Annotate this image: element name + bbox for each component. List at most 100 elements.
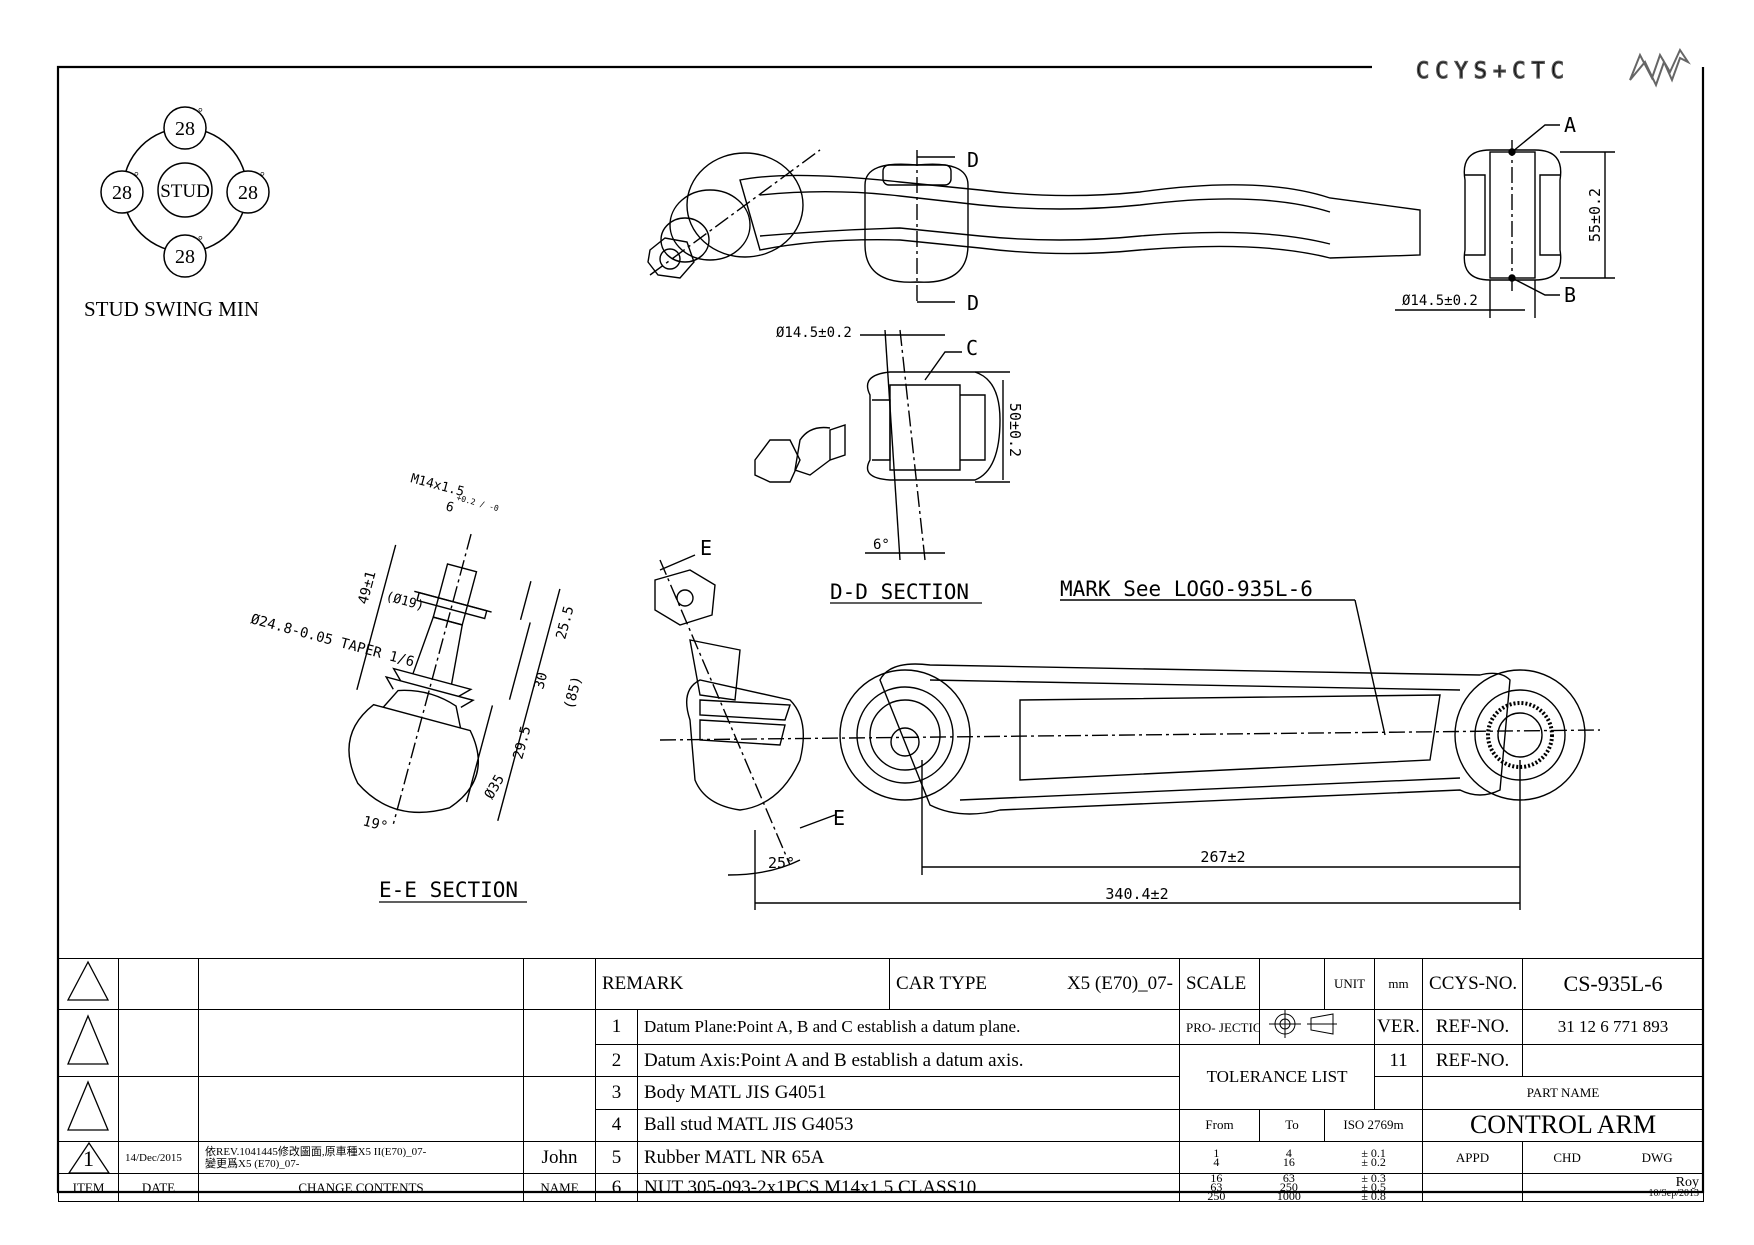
rev-row-1-name xyxy=(523,958,596,1010)
top-nut-hex xyxy=(647,237,695,279)
tol-header-iso: ISO 2769m xyxy=(1324,1108,1424,1142)
brand-text: CCYS+CTC xyxy=(1416,59,1570,84)
degree-mark-left: ° xyxy=(134,169,139,183)
degree-mark-top: ° xyxy=(198,105,203,119)
dim-267-label: 267±2 xyxy=(1200,848,1245,866)
stud-angle-right: 28 xyxy=(238,182,258,204)
unit-label: UNIT xyxy=(1324,958,1376,1010)
ee-dim-85 xyxy=(497,588,561,821)
rev-row-4-contents-line1: 依REV.1041445修改圖面,原車種X5 II(E70)_07- xyxy=(205,1145,427,1158)
ccys-no-label: CCYS-NO. xyxy=(1422,958,1524,1010)
ee-dim-6-label: 6 xyxy=(444,499,455,516)
swing-top-circle xyxy=(163,106,207,150)
tol-header-to: To xyxy=(1259,1108,1326,1142)
point-c-label: C xyxy=(966,336,978,360)
title-block: REMARK CAR TYPE X5 (E70)_07- SCALE UNIT … xyxy=(58,958,1705,1202)
main-center-bushing-outer xyxy=(839,669,971,801)
car-type-label: CAR TYPE xyxy=(896,973,987,994)
car-type-value: X5 (E70)_07- xyxy=(1066,973,1174,994)
remark-label: REMARK xyxy=(594,958,891,1010)
ee-dim-19 xyxy=(414,590,492,613)
main-ball-housing xyxy=(686,679,805,811)
dd-leader-c xyxy=(924,351,962,381)
main-center-bushing-mid xyxy=(856,686,954,784)
ccys-no-value: CS-935L-6 xyxy=(1522,958,1705,1010)
remark-2-no: 2 xyxy=(595,1044,638,1077)
rev-row-2-contents xyxy=(198,1009,524,1077)
stud-label: STUD xyxy=(160,181,210,202)
ver-cell: VER. xyxy=(1374,1009,1424,1045)
ee-boot-fold-1 xyxy=(384,675,475,708)
main-right-bushing-knurl xyxy=(1486,701,1554,769)
remark-3-no: 3 xyxy=(595,1076,638,1110)
appd-label: APPD xyxy=(1422,1141,1524,1174)
top-ball-boot xyxy=(669,189,751,261)
rev-row-4-item: 1 xyxy=(58,1141,119,1174)
remark-4-text: Ball stud MATL JIS G4053 xyxy=(636,1108,1181,1142)
rev-row-2-date xyxy=(118,1009,199,1077)
dd-dim-angle-label: 6° xyxy=(873,537,890,553)
top-center-bushing xyxy=(864,163,969,283)
stud-swing-title: STUD SWING MIN xyxy=(84,297,259,321)
dd-dim-dia-label: Ø14.5±0.2 xyxy=(776,325,852,341)
ref-no-value: 31 12 6 771 893 xyxy=(1522,1009,1705,1045)
main-arm-body xyxy=(879,663,1511,815)
ee-axis xyxy=(392,533,472,825)
ee-ball-cup xyxy=(348,703,479,814)
ee-dim-6-tol: +0.2 / -0 xyxy=(455,493,499,513)
dd-section-title: D-D SECTION xyxy=(830,580,969,604)
ref-no2-value xyxy=(1522,1044,1705,1077)
top-right-bushing-hatch-l xyxy=(1465,174,1486,256)
dim-340-label: 340.4±2 xyxy=(1105,885,1168,903)
rev-row-3-name xyxy=(523,1076,596,1142)
dd-bushing-outer xyxy=(866,371,1001,481)
stud-swing-diagram xyxy=(100,106,270,278)
remark-3-text: Body MATL JIS G4051 xyxy=(636,1076,1181,1110)
section-mark-e-top: E xyxy=(700,536,712,560)
tolerance-spacer xyxy=(1374,1076,1424,1110)
ee-section-title: E-E SECTION xyxy=(379,878,518,902)
point-a-label: A xyxy=(1564,113,1576,137)
remark-5-text: Rubber MATL NR 65A xyxy=(636,1141,1181,1174)
dd-stud-nut xyxy=(754,439,801,483)
stud-circle xyxy=(157,162,213,218)
scale-value xyxy=(1259,958,1326,1010)
header-contents: CHANGE CONTENTS xyxy=(198,1173,524,1202)
main-arm-edge-lower xyxy=(959,777,1461,801)
main-center-bushing-hole xyxy=(890,727,920,757)
main-right-bushing-hole xyxy=(1497,712,1543,758)
rev-row-4-contents: 依REV.1041445修改圖面,原車種X5 II(E70)_07- 變更爲X5… xyxy=(198,1141,524,1174)
main-stud-axis xyxy=(659,559,791,866)
rev-row-3-item xyxy=(58,1076,119,1142)
degree-mark-bottom: ° xyxy=(198,233,203,247)
swing-left-circle xyxy=(100,170,144,214)
ee-dim-29-5 xyxy=(465,705,494,803)
main-arm-web xyxy=(1019,694,1441,781)
dd-stud-neck xyxy=(794,426,831,476)
remark-6-text: NUT 305-093-2x1PCS M14x1.5 CLASS10 xyxy=(636,1173,1181,1202)
top-right-bushing-hatch-r xyxy=(1539,174,1560,256)
dim-dia-top-label: Ø14.5±0.2 xyxy=(1402,293,1478,309)
rev-row-1-contents xyxy=(198,958,524,1010)
dd-stud-collar xyxy=(829,424,846,461)
part-name-value: CONTROL ARM xyxy=(1422,1108,1705,1142)
top-ball-stud xyxy=(660,217,710,263)
rev-row-4-date: 14/Dec/2015 xyxy=(118,1141,199,1174)
dwg-name: Roy xyxy=(1675,1174,1700,1190)
main-arm-edge-upper xyxy=(929,679,1461,691)
rev-row-3-date xyxy=(118,1076,199,1142)
dim-25deg-label: 25° xyxy=(768,854,795,872)
top-arm-edge-lower xyxy=(759,227,1331,245)
part-name-label: PART NAME xyxy=(1422,1076,1705,1110)
point-b-label: B xyxy=(1564,283,1576,307)
ee-dim-30 xyxy=(508,622,531,700)
ee-dim-85-label: (85) xyxy=(561,674,585,711)
